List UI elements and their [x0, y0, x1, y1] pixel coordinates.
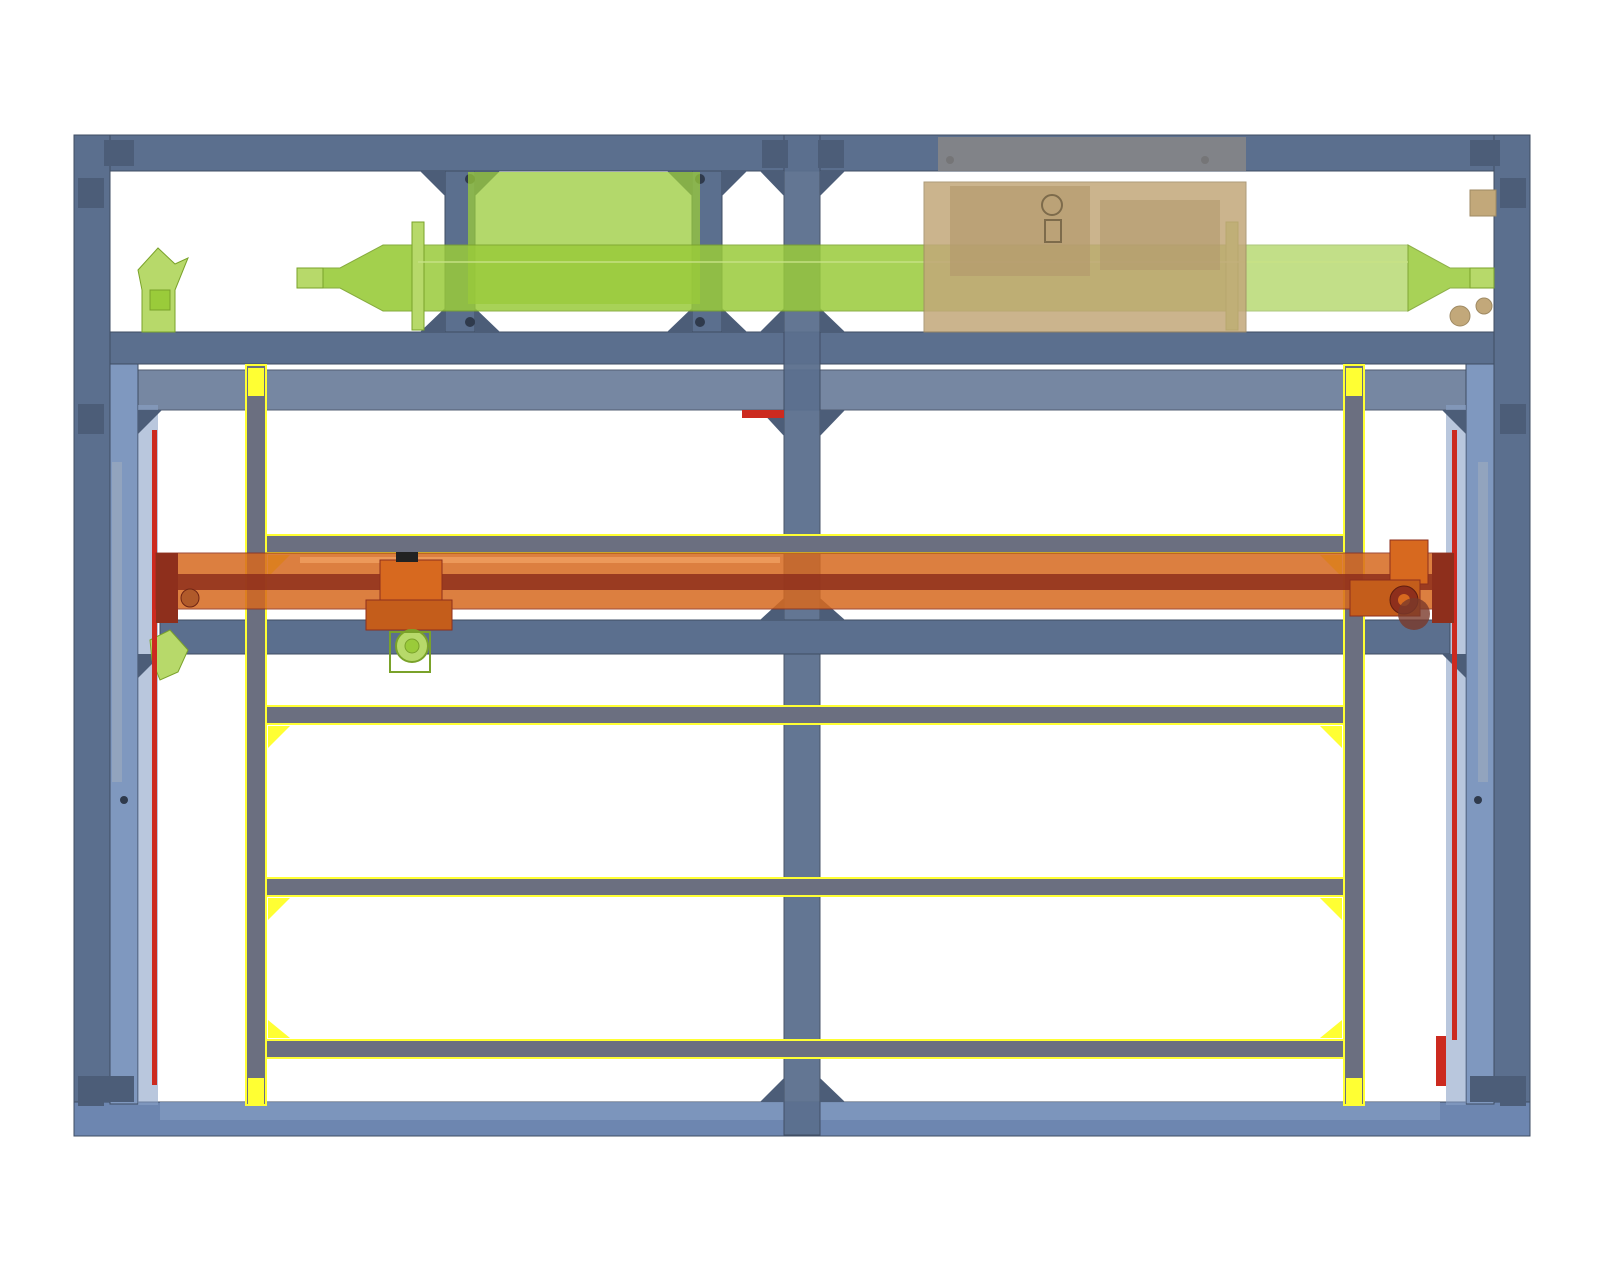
frame-lower-cross-rail [159, 619, 1451, 655]
bed-left-rail [245, 364, 267, 1106]
bed-slat-1 [265, 534, 1345, 554]
stepper-motor-icon [1349, 539, 1430, 630]
red-rods [152, 410, 1457, 1086]
laser-tube-assembly [296, 172, 1495, 331]
mirror-mount-icon [137, 247, 189, 333]
x-gantry [155, 539, 1454, 673]
bed-slat-2 [265, 705, 1345, 725]
frame-right-post [1493, 134, 1531, 1136]
cutting-bed [245, 364, 1365, 1106]
laser-head-icon [365, 552, 453, 673]
power-supply-icon [923, 137, 1497, 333]
bed-slat-3 [265, 877, 1345, 897]
bed-slat-4 [265, 1039, 1345, 1059]
frame-left-post [73, 134, 111, 1136]
bed-right-rail [1343, 364, 1365, 1106]
